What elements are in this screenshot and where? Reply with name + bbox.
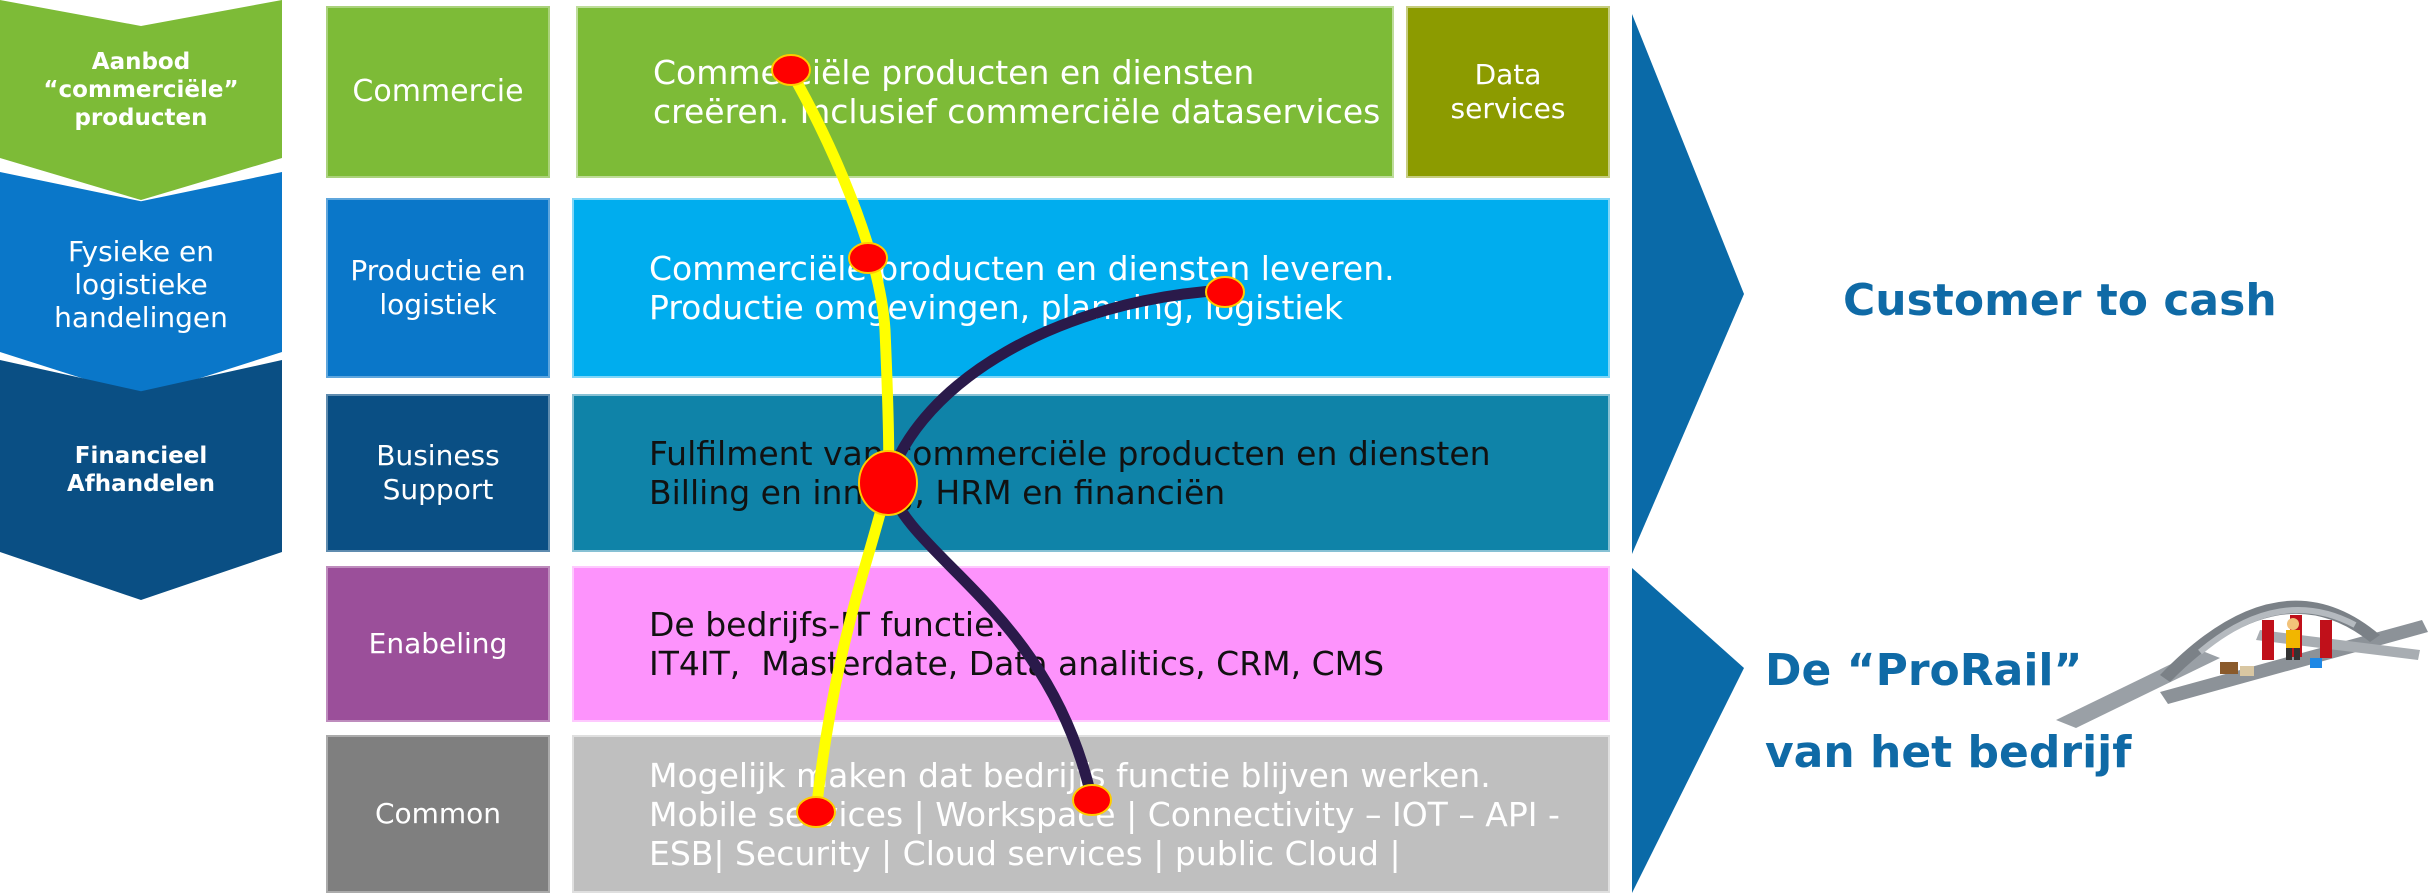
phase-chevron-financieel: Financieel Afhandelen	[0, 360, 282, 600]
customer-to-cash-title: Customer to cash	[1843, 275, 2277, 326]
phase-label: Fysieke en logistieke handelingen	[54, 235, 228, 334]
layer-label-common: Common	[326, 735, 550, 893]
bar-line: IT4IT, Masterdate, Data analitics, CRM, …	[649, 644, 1385, 683]
bar-line: Commerciële producten en diensten	[653, 53, 1255, 92]
station-marker	[1072, 784, 1112, 816]
yellow-route-line	[784, 64, 895, 818]
phase-label: Aanbod “commerciële” producten	[43, 49, 239, 131]
data-services-label: Data services	[1450, 58, 1566, 125]
purple-route-line	[882, 284, 1231, 806]
bar-line: Mogelijk maken dat bedrijfs functie blij…	[649, 755, 1491, 795]
layer-bar-business-support: Fulfilment van commerciële producten en …	[572, 394, 1610, 552]
data-services-box: Data services	[1406, 6, 1610, 178]
station-marker	[771, 54, 811, 86]
layer-label-commercie: Commercie	[326, 6, 550, 178]
layer-bar-commercie: Commerciële producten en diensten creëre…	[576, 6, 1394, 178]
layer-name: Productie en logistiek	[350, 254, 526, 321]
layer-label-productie: Productie en logistiek	[326, 198, 550, 378]
train-bridge-illustration	[2056, 600, 2428, 728]
layer-name: Commercie	[352, 74, 524, 109]
bar-line: Fulfilment van commerciële producten en …	[649, 434, 1491, 473]
hub-station-marker	[858, 450, 918, 516]
bar-line: ESB| Security | Cloud services | public …	[649, 833, 1401, 873]
customer-to-cash-arrow	[1632, 14, 1744, 554]
layer-name: Business Support	[376, 439, 500, 506]
prorail-title-line2: van het bedrijf	[1765, 727, 2132, 778]
station-marker	[1205, 276, 1245, 308]
layer-bar-productie: Commerciële producten en diensten levere…	[572, 198, 1610, 378]
phase-label: Financieel Afhandelen	[67, 443, 215, 497]
bar-line: creëren. Inclusief commerciële dataservi…	[653, 92, 1381, 131]
layer-label-enabeling: Enabeling	[326, 566, 550, 722]
phase-chevron-fysiek: Fysieke en logistieke handelingen	[0, 172, 282, 397]
prorail-title-line1: De “ProRail”	[1765, 645, 2083, 696]
layer-name: Enabeling	[368, 627, 508, 660]
layer-bar-enabeling: De bedrijfs-IT functie. IT4IT, Masterdat…	[572, 566, 1610, 722]
layer-label-business-support: Business Support	[326, 394, 550, 552]
layer-name: Common	[374, 797, 502, 830]
phase-chevron-aanbod: Aanbod “commerciële” producten	[0, 0, 282, 200]
prorail-arrow	[1632, 568, 1744, 893]
station-marker	[796, 796, 836, 828]
bar-line: Commerciële producten en diensten levere…	[649, 249, 1395, 288]
station-marker	[848, 242, 888, 274]
